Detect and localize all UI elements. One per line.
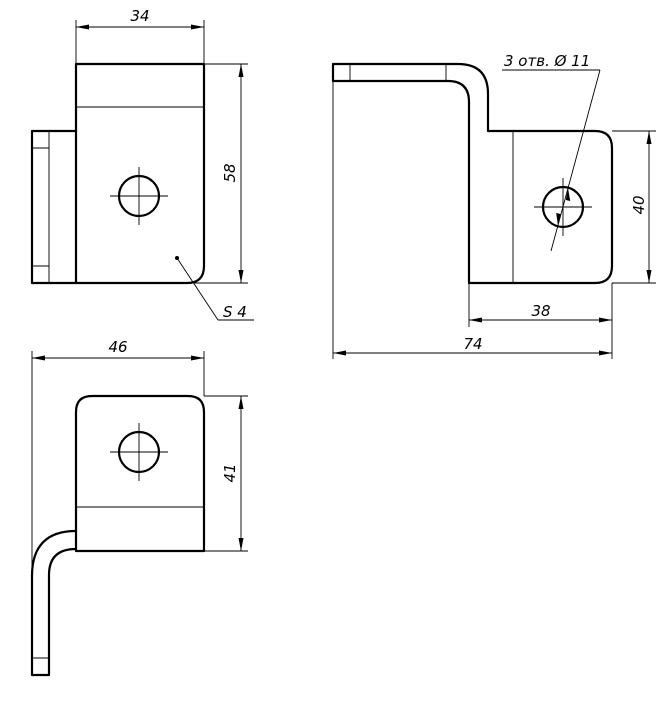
- dim-arrow: [238, 270, 244, 283]
- dim-label-40: 40: [630, 195, 648, 214]
- dim-arrow: [646, 131, 652, 144]
- leader-arrow: [565, 188, 571, 201]
- leader-line-s4: [176, 257, 219, 321]
- dim-arrow: [469, 317, 482, 323]
- dim-arrow: [191, 355, 204, 361]
- dim-label-46: 46: [108, 338, 127, 356]
- side-view-outline: [331, 62, 614, 285]
- dim-arrow: [238, 64, 244, 77]
- hole-note-label: 3 отв. Ø 11: [504, 52, 590, 70]
- dim-label-58: 58: [221, 163, 239, 182]
- dim-arrow: [599, 350, 612, 356]
- leader-line-hole: [550, 69, 601, 252]
- dim-arrow: [32, 355, 45, 361]
- thickness-label: S 4: [223, 303, 247, 321]
- bottom-view-outline: [74, 394, 206, 553]
- dim-arrow: [333, 350, 346, 356]
- dim-label-41: 41: [221, 463, 239, 482]
- dim-arrow: [599, 317, 612, 323]
- dim-arrow: [238, 396, 244, 409]
- bottom-view-bent-leg: [30, 529, 78, 677]
- dim-label-38: 38: [531, 302, 550, 320]
- dim-arrow: [646, 270, 652, 283]
- side-view: 3 отв. Ø 11 40 38 74: [331, 52, 656, 359]
- front-view: 34 58 S 4: [30, 7, 254, 321]
- dim-arrow: [191, 24, 204, 30]
- front-view-outline: [30, 62, 206, 285]
- bottom-view: 46 41: [30, 338, 248, 677]
- dim-label-34: 34: [130, 7, 149, 25]
- dim-arrow: [76, 24, 89, 30]
- dim-label-74: 74: [463, 335, 482, 353]
- dim-arrow: [238, 538, 244, 551]
- leader-arrow: [556, 213, 561, 226]
